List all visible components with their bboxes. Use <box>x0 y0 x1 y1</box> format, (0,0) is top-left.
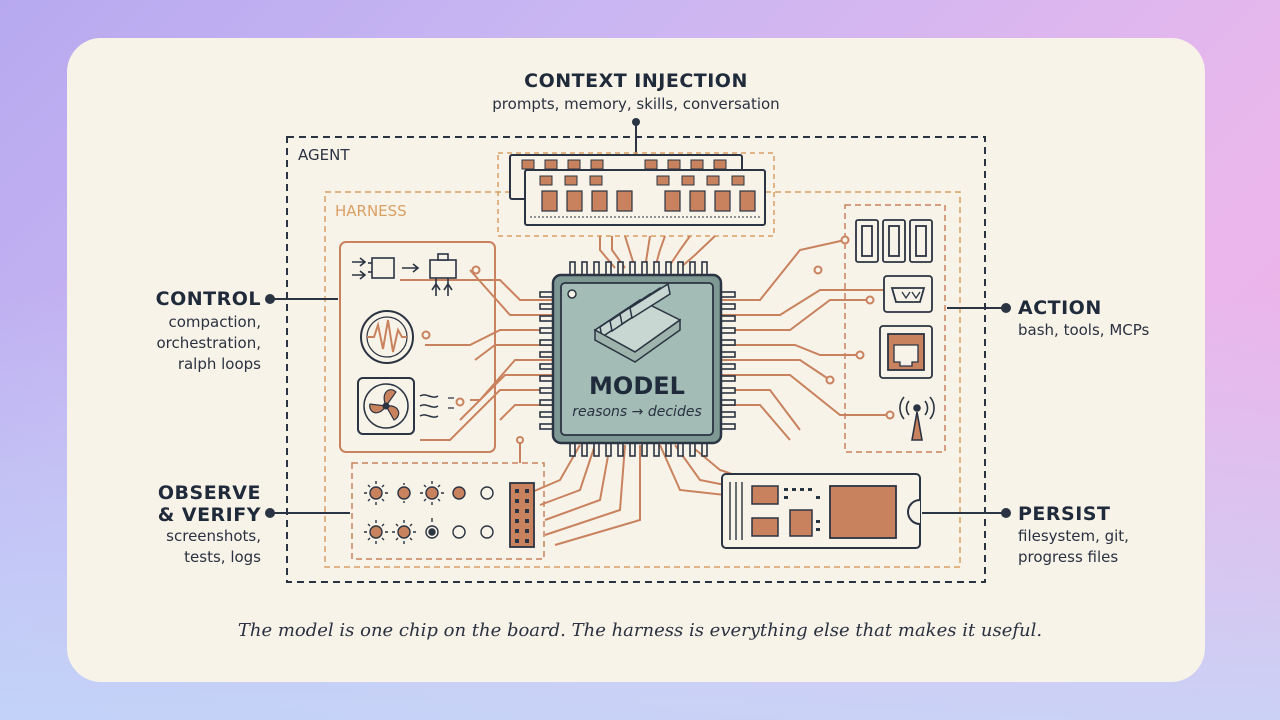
persist-connector-dot <box>1001 508 1011 518</box>
ethernet-port-icon <box>879 325 933 379</box>
harness-boundary <box>324 191 961 568</box>
harness-label: HARNESS <box>335 202 407 220</box>
action-panel <box>813 204 946 453</box>
control-panel <box>339 241 496 453</box>
status-leds <box>364 481 494 544</box>
model-title: MODEL <box>589 372 685 400</box>
model-chip <box>539 261 736 457</box>
context-connector-dot <box>632 118 640 126</box>
observe-connector-dot <box>265 508 275 518</box>
pin-header-icon <box>509 482 535 548</box>
action-title: ACTION <box>1018 297 1102 319</box>
switch-icon <box>352 253 457 296</box>
antenna-icon <box>899 396 935 441</box>
control-description: compaction, orchestration, ralph loops <box>156 313 261 373</box>
observe-panel <box>351 462 545 560</box>
observe-description: screenshots, tests, logs <box>166 527 261 566</box>
observe-title: OBSERVE & VERIFY <box>157 482 261 526</box>
action-subtitle: bash, tools, MCPs <box>1018 321 1150 339</box>
persist-description: filesystem, git, progress files <box>1018 527 1129 566</box>
heatsink-icon <box>593 282 682 363</box>
agent-label: AGENT <box>298 146 350 164</box>
action-connector-dot <box>1001 303 1011 313</box>
fan-icon <box>357 377 454 435</box>
caption: The model is one chip on the board. The … <box>237 620 1043 641</box>
persist-title: PERSIST <box>1018 503 1111 525</box>
control-title: CONTROL <box>155 288 261 310</box>
usb-ports-icon <box>855 219 933 263</box>
waveform-icon <box>360 310 414 364</box>
model-subtitle: reasons → decides <box>572 404 702 420</box>
context-subtitle: prompts, memory, skills, conversation <box>492 95 780 113</box>
ssd-drive-icon <box>721 473 921 549</box>
ram-module-front <box>524 169 766 226</box>
hdmi-port-icon <box>883 275 933 313</box>
control-connector-dot <box>265 294 275 304</box>
context-title: CONTEXT INJECTION <box>524 70 748 92</box>
